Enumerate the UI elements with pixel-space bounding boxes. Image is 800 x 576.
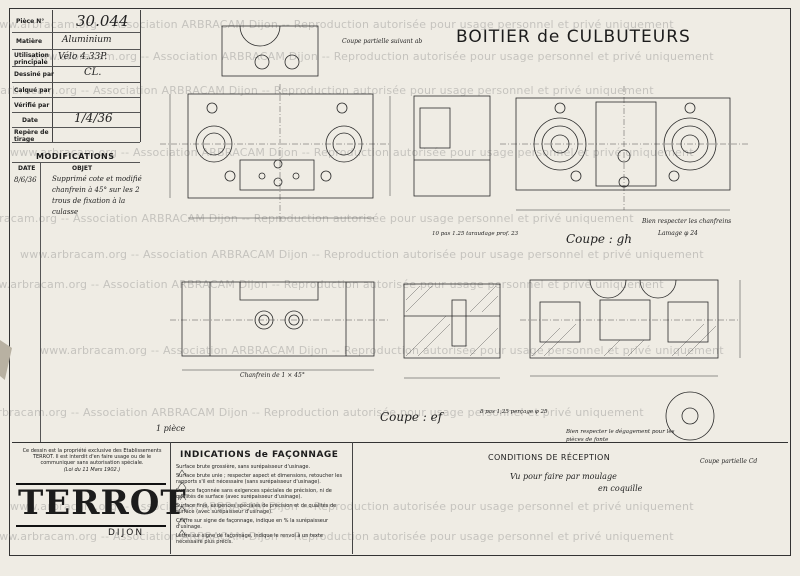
section-ef [403,283,501,359]
utilisation-label: Utilisation principale [14,52,49,66]
indication-item: Surface brute grossière, sans surépaisse… [176,464,311,470]
indication-item: Lettre sur signe de façonnage, indique l… [176,533,323,545]
watermark-line: www.arbracam.org -- Association ARBRACAM… [0,212,634,225]
note-brut: Bien respecter le dégagement pour les pi… [566,429,675,443]
drawing-title: BOITIER de CULBUTEURS [456,27,691,47]
reception-heading: CONDITIONS DE RÉCEPTION [488,453,611,462]
reception-text-1: Vu pour faire par moulage [510,472,617,481]
note-pieces: 1 pièce [156,424,186,433]
title-block [12,10,141,142]
company-law: (Loi du 11 Mars 1902.) [63,467,121,473]
indications-list: Surface brute grossière, sans surépaisse… [176,464,348,545]
modifications-objet-col: OBJET [72,165,93,172]
watermark-line: www.arbracam.org -- Association ARBRACAM… [0,530,674,543]
note-taraudage: 10 pas 1.25 taraudage prof. 23 [432,231,519,237]
modification-entry-date: 8/6/36 [14,176,37,184]
label-coupe-ef: Coupe : ef [380,410,443,424]
verifie-label: Vérifié par [14,102,50,109]
watermark-line: www.arbracam.org -- Association ARBRACAM… [0,18,674,31]
indication-item: Surface façonnée sans exigences spéciale… [176,488,332,500]
indications-heading: INDICATIONS de FAÇONNAGE [180,450,339,460]
partial-section-cd [665,391,715,441]
date-value: 1/4/36 [74,111,113,125]
piece-no-label: Pièce N° [16,18,45,25]
partial-section-ab [221,25,319,77]
bottom-divider-2 [352,442,353,554]
sheet-border [9,8,791,556]
modifications-rule [12,162,140,163]
dessine-label: Dessiné par [14,71,54,78]
modifications-col-divider [40,162,41,442]
side-view [413,95,491,197]
watermark-line: www.arbracam.org -- Association ARBRACAM… [0,84,654,97]
matiere-label: Matière [16,38,43,45]
indication-item: Surface finie, exigences spéciales de pr… [176,503,337,515]
bottom-block-rule [12,442,788,443]
note-chanfreins: Bien respecter les chanfreins [642,218,732,225]
logo-frame [16,483,166,527]
terrot-logo: TERROT [18,483,187,523]
watermark-line: www.arbracam.org -- Association ARBRACAM… [0,278,664,291]
indication-item: Surface brute unie ; respecter aspect et… [176,473,343,485]
front-view [181,281,375,357]
bottom-divider-1 [170,442,171,554]
note-lamage: Lamage φ 24 [658,230,698,237]
section-gh [529,279,719,359]
piece-no-value: 30.044 [76,12,129,30]
modifications-heading: MODIFICATIONS [36,152,115,161]
modification-entry-text: Supprimé cote et modifié chanfrein à 45°… [52,175,142,216]
label-coupe-cd: Coupe partielle Cd [700,458,758,465]
company-city: DIJON [108,528,145,538]
label-coupe-gh: Coupe : gh [566,232,632,246]
indication-item: Chiffre sur signe de façonnage, indique … [176,518,329,530]
plan-view [187,93,374,199]
note-chanfrein-e: Chanfrein de 1 × 45° [240,372,305,379]
calque-label: Calqué par [14,87,51,94]
watermark-line: www.arbracam.org -- Association ARBRACAM… [10,500,694,513]
date-label: Date [22,117,38,124]
watermark-line: www.arbracam.org -- Association ARBRACAM… [30,50,714,63]
company-notice: Ce dessin est la propriété exclusive des… [22,448,162,466]
reception-text-2: en coquille [598,484,643,493]
watermark-line: www.arbracam.org -- Association ARBRACAM… [10,146,694,159]
note-coupe-ab: Coupe partielle suivant ab [342,38,423,45]
dessine-value: CL. [84,67,102,78]
title-block-divider [52,10,53,142]
watermark-line: www.arbracam.org -- Association ARBRACAM… [0,406,644,419]
note-pas: 8 pas 1,25 perçage φ 25 [480,409,548,415]
utilisation-value: Vélo 4.33P. [58,52,108,62]
matiere-value: Aluminium [62,35,112,45]
modifications-date-col: DATE [18,165,36,172]
watermark-line: www.arbracam.org -- Association ARBRACAM… [20,248,704,261]
repere-label: Repère de tirage [14,129,49,143]
